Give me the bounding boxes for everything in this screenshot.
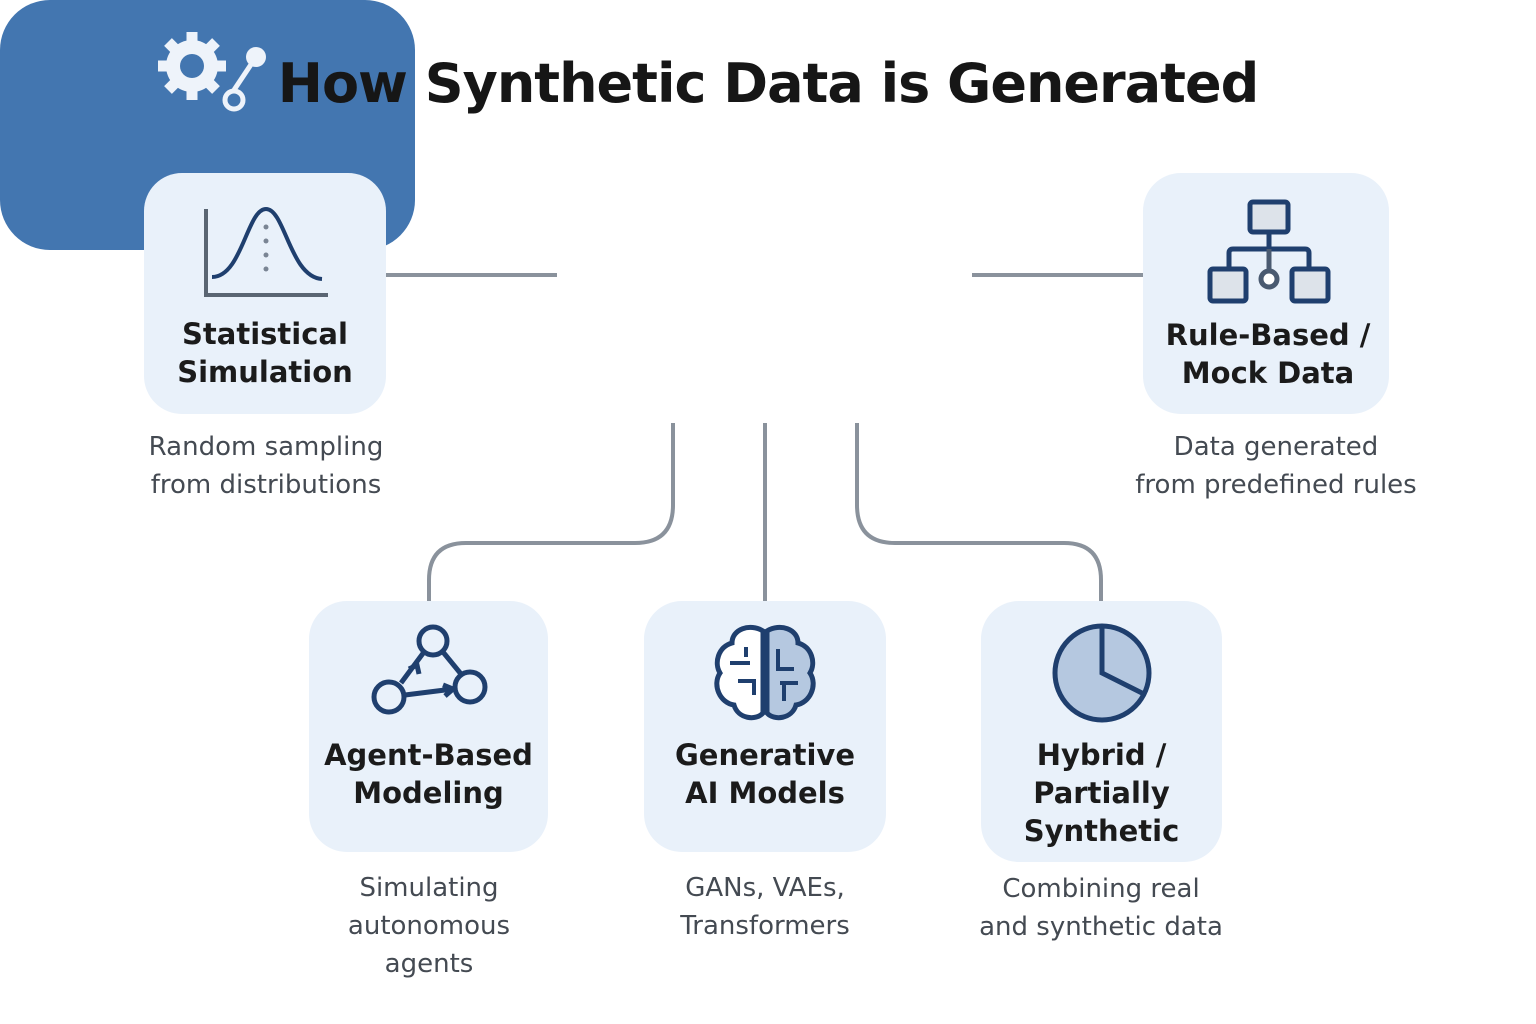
agent-graph-icon [371,624,488,715]
center-label: SYNTHETIC DATA GENERATION [607,142,929,225]
card-rule-based: Rule-Based / Mock Data [1143,173,1389,414]
card-statistical-simulation: Statistical Simulation [144,173,386,414]
card-hybrid: Hybrid / Partially Synthetic [981,601,1222,862]
brain-circuit-icon [714,625,816,721]
card-label: Hybrid / Partially Synthetic [1023,738,1180,848]
card-description: GANs, VAEs, Transformers [680,873,850,941]
bell-curve-icon [204,206,328,297]
gear-network-icon [158,32,266,112]
card-label: Generative AI Models [674,738,856,810]
card-description: Random sampling from distributions [148,432,384,500]
connector-hybrid [855,423,1103,601]
card-label: Rule-Based / Mock Data [1165,318,1371,390]
card-description: Data generated from predefined rules [1135,432,1417,500]
card-agent-based: Agent-Based Modeling [309,601,548,852]
page-title: How Synthetic Data is Generated [277,52,1259,115]
hierarchy-icon [1207,199,1331,304]
card-label: Agent-Based Modeling [324,738,533,810]
connector-agent [427,423,675,601]
card-description: Simulating autonomous agents [347,873,511,979]
card-generative-ai: Generative AI Models [644,601,886,852]
pie-chart-icon [1052,623,1152,723]
card-description: Combining real and synthetic data [979,874,1223,942]
card-label: Statistical Simulation [177,317,353,389]
